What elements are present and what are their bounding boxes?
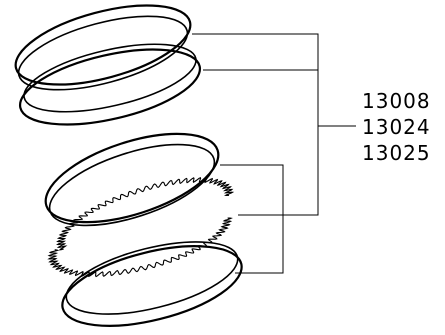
second-compression-ring [18, 43, 202, 126]
part-number-labels: 13008 13024 13025 [362, 89, 431, 165]
part-number-3: 13025 [362, 141, 431, 165]
oil-ring-expander-lower [47, 217, 233, 278]
top-compression-ring [14, 4, 192, 91]
oil-ring-upper-rail [44, 132, 220, 227]
part-number-2: 13024 [362, 115, 431, 139]
oil-ring-lower-rail [61, 241, 243, 327]
leader-lines [192, 33, 356, 274]
part-number-1: 13008 [362, 89, 431, 113]
oil-ring-expander-upper [56, 177, 235, 251]
